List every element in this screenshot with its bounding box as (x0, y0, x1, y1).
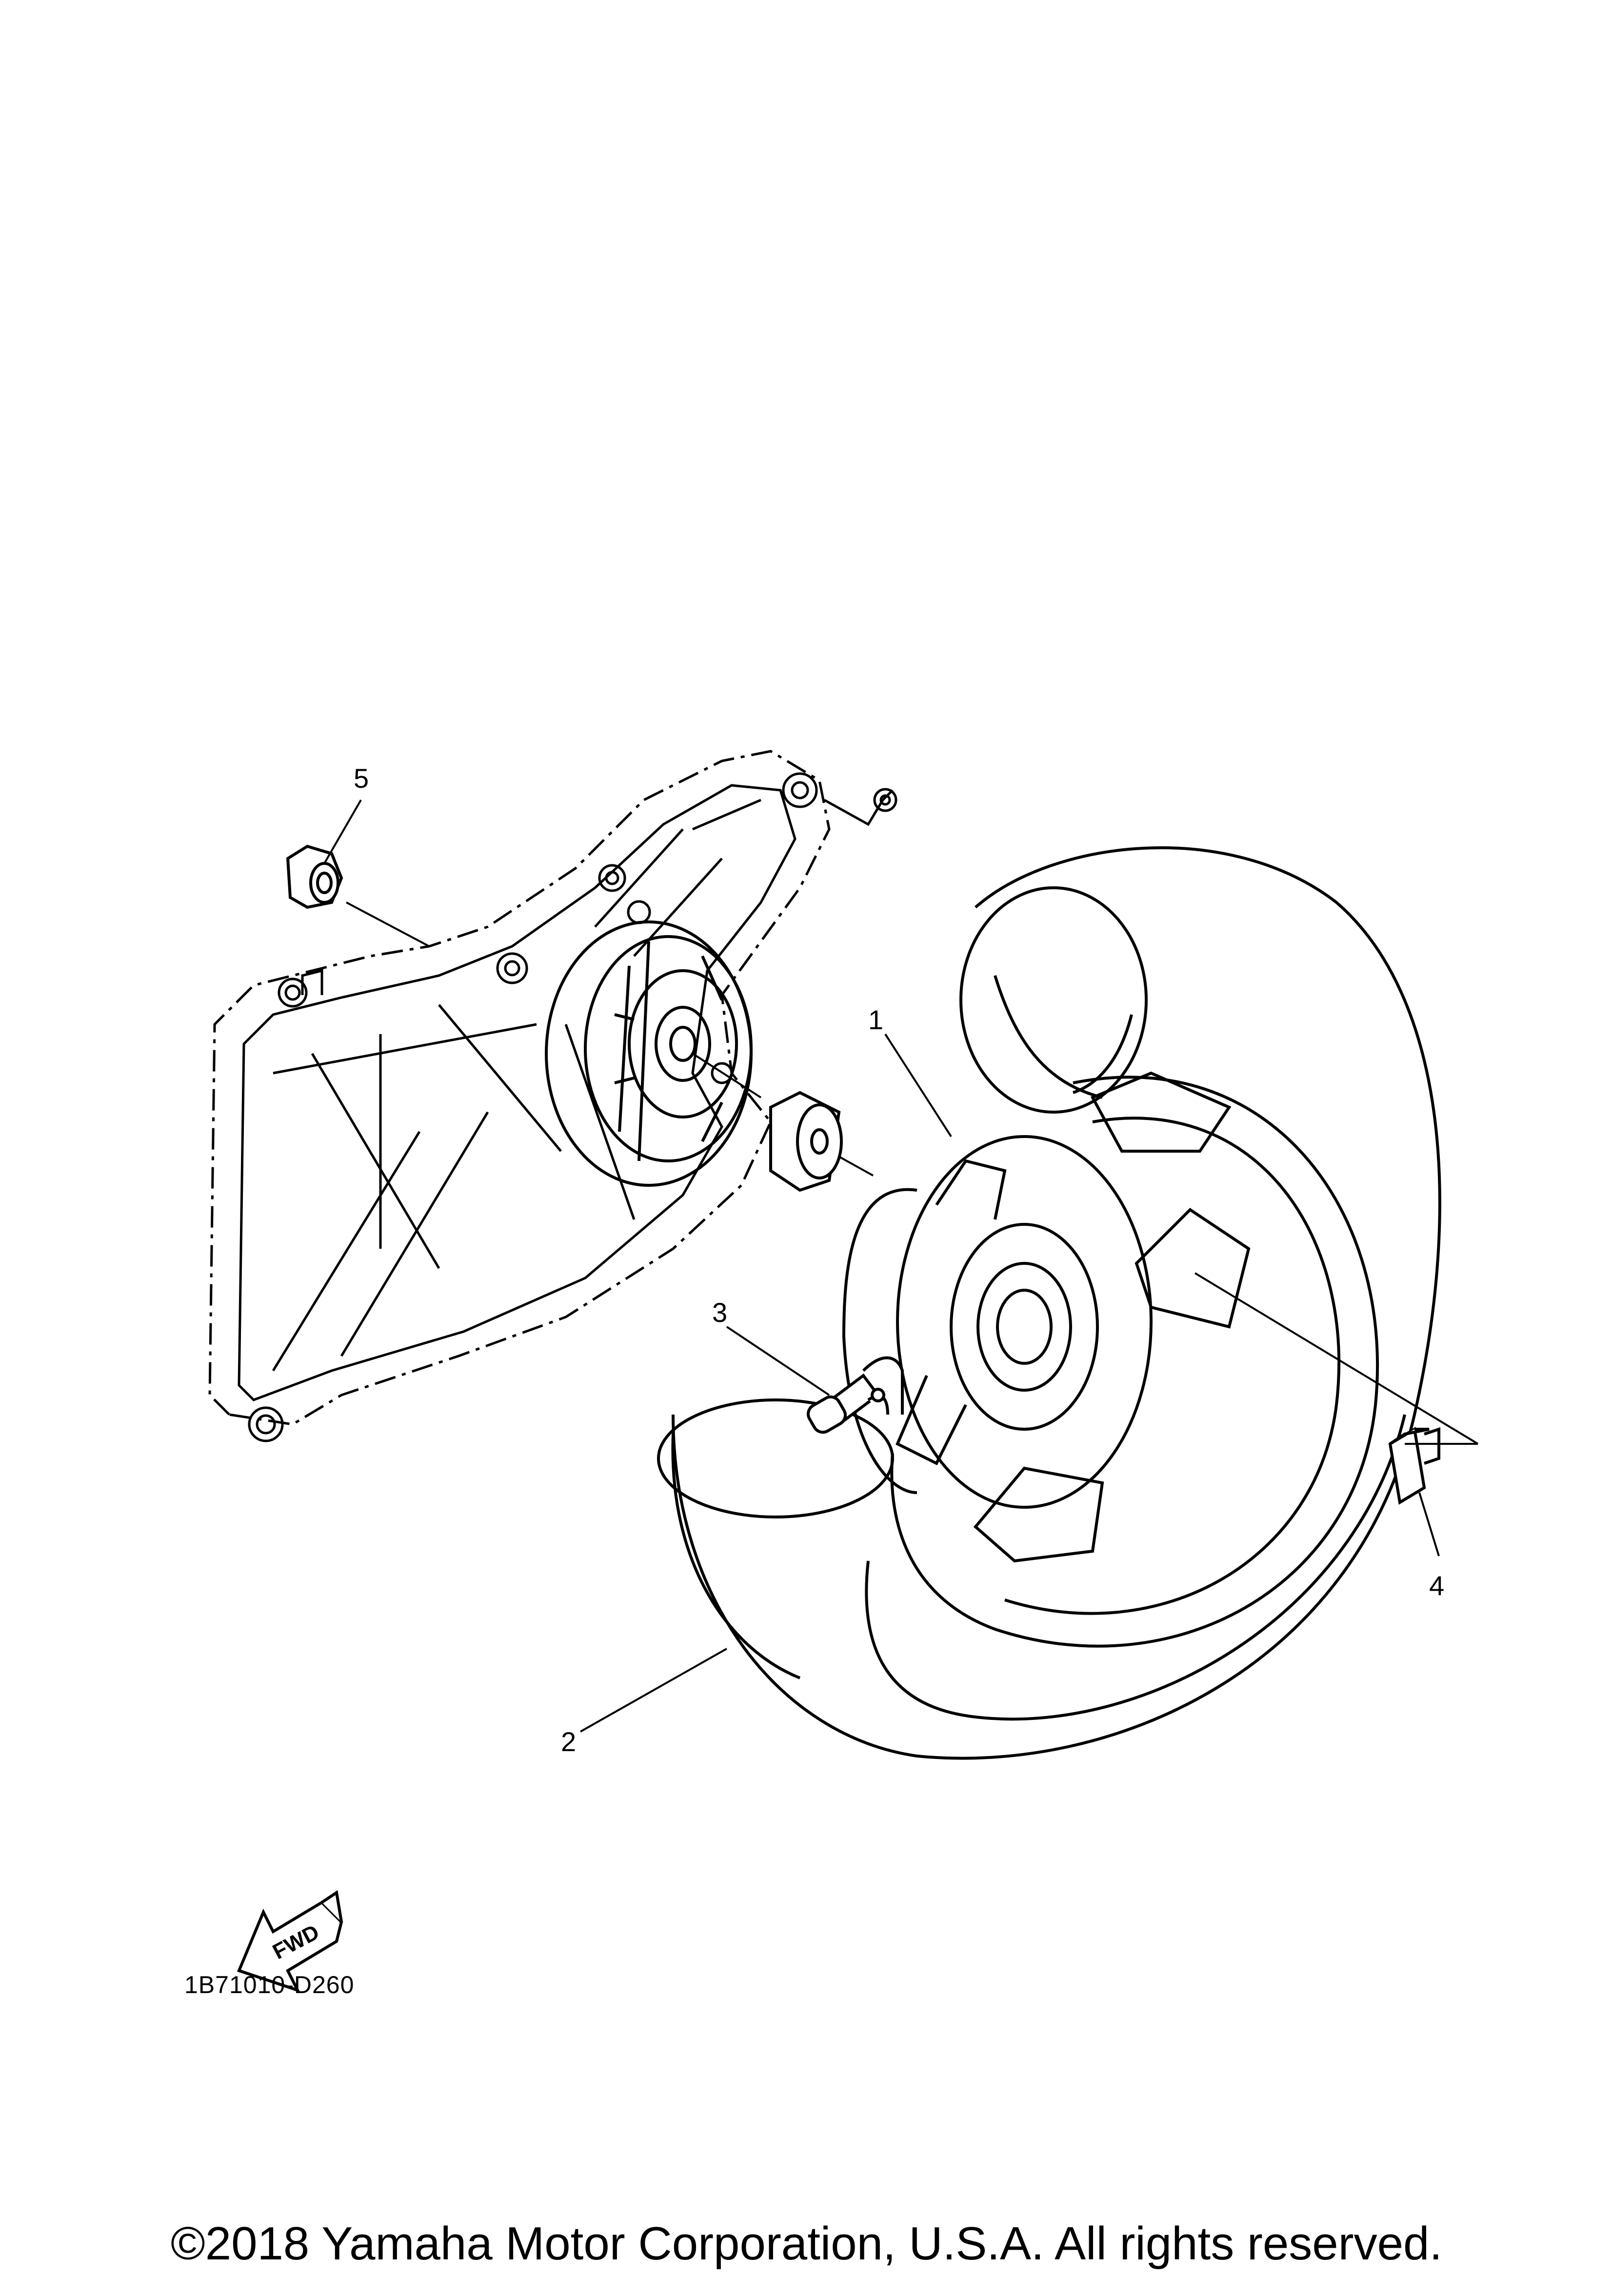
rear-hub (545, 920, 753, 1187)
collar (769, 1091, 843, 1192)
diagram-code: 1B71010-D260 (184, 1971, 355, 1998)
callout-label-4: 4 (1429, 1570, 1444, 1601)
arrow-left-icon (237, 1890, 343, 1993)
callout-label-1: 1 (868, 1004, 883, 1035)
swingarm-housing (208, 750, 897, 1442)
tire-valve (807, 1356, 904, 1434)
balance-weight (1388, 1427, 1440, 1505)
leader-lines (323, 799, 1479, 1733)
callout-label-2: 2 (561, 1726, 576, 1757)
nut (286, 844, 343, 909)
callout-label-3: 3 (712, 1297, 727, 1328)
copyright-notice: ©2018 Yamaha Motor Corporation, U.S.A. A… (170, 2217, 1443, 2270)
callout-label-5: 5 (354, 763, 369, 794)
rear-wheel (657, 846, 1441, 1760)
fwd-indicator: FWD (237, 1890, 343, 1993)
